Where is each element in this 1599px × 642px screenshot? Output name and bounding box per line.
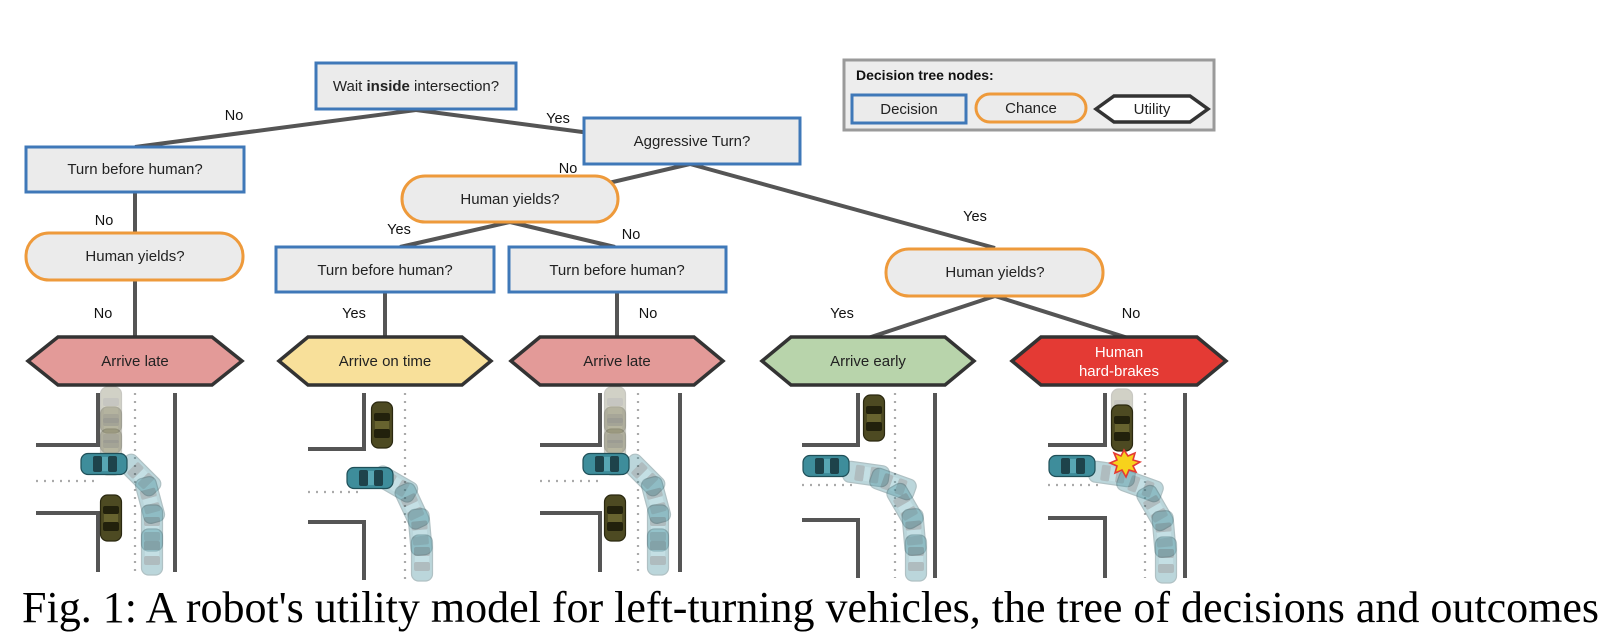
node-text: Aggressive Turn?: [634, 133, 751, 150]
utility-shape: [276, 335, 494, 387]
road-edge: [1048, 393, 1107, 447]
edge-label-tbmid-yes: Yes: [342, 306, 366, 322]
edge-hymid-no: [509, 220, 616, 249]
edge-hyright-yes: [867, 294, 996, 340]
node-text: Human yields?: [460, 191, 559, 208]
node-text: Human yields?: [945, 264, 1044, 281]
scene-hard-brakes: [1048, 388, 1187, 584]
utility-shape: [508, 335, 726, 387]
scene-arrive-on-time: [308, 393, 434, 582]
decision-node-root: Wait inside intersection?: [314, 61, 518, 111]
edge-root-yes: [415, 108, 591, 135]
human-car: [99, 494, 123, 542]
human-car: [1110, 404, 1134, 452]
decision-node-turn-before-left: Turn before human?: [24, 145, 246, 194]
tree-edges: [133, 108, 1129, 342]
robot-car: [80, 452, 128, 476]
robot-car: [346, 466, 394, 490]
utility-shape: [1009, 335, 1229, 387]
road-edge: [540, 393, 602, 447]
edge-label-tbmid-no: No: [639, 306, 658, 322]
road-edge: [540, 511, 602, 572]
node-text: Human yields?: [85, 248, 184, 265]
edge-label-root-no: No: [225, 108, 244, 124]
chance-node-human-yields-mid: Human yields?: [400, 174, 620, 224]
legend-utility: Utility: [1093, 94, 1211, 124]
collision-burst-icon: [1107, 448, 1143, 479]
ghost-car: [646, 528, 670, 576]
legend-decision-label: Decision: [880, 101, 938, 118]
legend: Decision tree nodes: Decision Chance Uti…: [842, 58, 1216, 132]
node-text-line2: hard-brakes: [1079, 363, 1159, 380]
node-text: Turn before human?: [67, 161, 202, 178]
edge-root-no: [134, 108, 417, 149]
road-edge: [308, 393, 366, 451]
root-text-bold: inside: [367, 78, 410, 95]
node-text: Arrive on time: [339, 353, 432, 370]
node-text: Arrive late: [101, 353, 169, 370]
node-text: Arrive early: [830, 353, 906, 370]
road-edge: [1048, 516, 1107, 578]
legend-chance: Chance: [974, 92, 1088, 124]
edge-agg-no: [599, 162, 691, 187]
human-car: [603, 494, 627, 542]
legend-title: Decision tree nodes:: [856, 67, 994, 83]
svg-text:Wait inside intersection?: Wait inside intersection?: [333, 78, 499, 95]
node-text: Turn before human?: [549, 262, 684, 279]
legend-utility-label: Utility: [1134, 101, 1171, 118]
edge-label-hy-left-no: No: [94, 306, 113, 322]
edge-label-hymid-yes: Yes: [387, 222, 411, 238]
utility-node-arrive-late-2: Arrive late: [508, 335, 726, 387]
node-text: Turn before human?: [317, 262, 452, 279]
utility-node-arrive-late-1: Arrive late: [25, 335, 245, 387]
robot-car: [582, 452, 630, 476]
edge-label-hyright-no: No: [1122, 306, 1141, 322]
edge-hymid-yes: [399, 220, 511, 249]
scene-arrive-late-1: [36, 386, 177, 576]
road-edge: [802, 518, 860, 578]
chance-node-human-yields-left: Human yields?: [24, 231, 245, 282]
road-edge: [36, 511, 100, 572]
edge-label-hyright-yes: Yes: [830, 306, 854, 322]
edge-labels: No Yes No No No Yes Yes No Yes No Yes No: [94, 108, 1141, 322]
human-car: [862, 394, 886, 442]
chance-node-human-yields-right: Human yields?: [884, 247, 1105, 298]
robot-car: [802, 454, 850, 478]
node-text-line1: Human: [1095, 344, 1143, 361]
scene-arrive-late-2: [540, 386, 682, 576]
node-text: Arrive late: [583, 353, 651, 370]
decision-node-turn-before-mid-yes: Turn before human?: [274, 245, 496, 294]
robot-car: [1048, 454, 1096, 478]
utility-shape: [759, 335, 977, 387]
utility-node-arrive-early: Arrive early: [759, 335, 977, 387]
legend-chance-label: Chance: [1005, 100, 1057, 117]
edge-label-hymid-no: No: [622, 227, 641, 243]
edge-label-agg-yes: Yes: [963, 209, 987, 225]
utility-shape: [25, 335, 245, 387]
decision-node-turn-before-mid-no: Turn before human?: [507, 245, 728, 294]
ghost-car: [140, 528, 164, 576]
decision-node-aggressive-turn: Aggressive Turn?: [582, 116, 802, 166]
edge-label-tb-left-no: No: [95, 213, 114, 229]
road-edge: [802, 393, 860, 447]
root-text-post: intersection?: [410, 78, 499, 95]
human-car: [370, 401, 394, 449]
edge-label-agg-no: No: [559, 161, 578, 177]
legend-decision: Decision: [850, 93, 968, 125]
edge-agg-yes: [689, 162, 996, 250]
root-text-pre: Wait: [333, 78, 367, 95]
utility-node-hard-brakes: Human hard-brakes: [1009, 335, 1229, 387]
figure-caption: Fig. 1: A robot's utility model for left…: [22, 583, 1599, 632]
scene-arrive-early: [802, 393, 937, 582]
edge-label-root-yes: Yes: [546, 111, 570, 127]
edge-hyright-no: [994, 294, 1129, 340]
road-edge: [36, 393, 100, 447]
utility-node-arrive-on-time: Arrive on time: [276, 335, 494, 387]
road-edge: [308, 520, 366, 580]
